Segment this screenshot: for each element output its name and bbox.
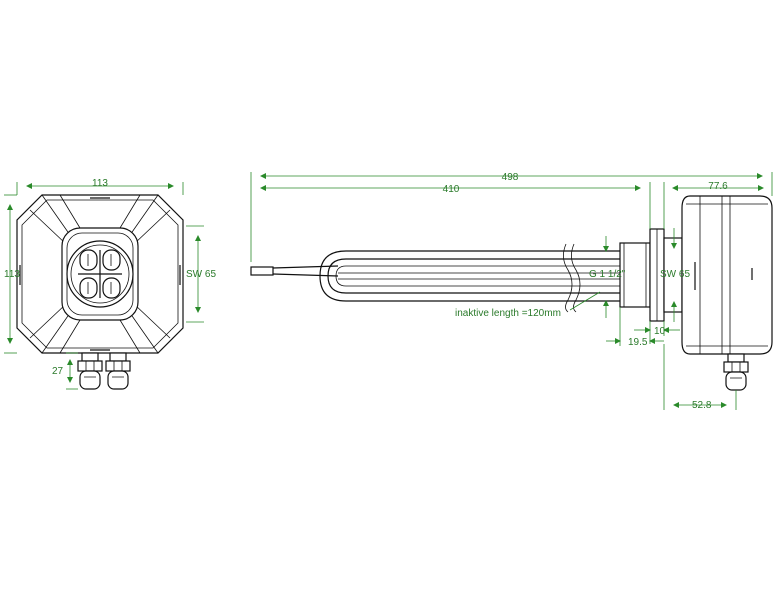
front-wrench-label: SW 65 xyxy=(186,269,216,280)
dim-rod-length: 410 xyxy=(260,182,651,229)
dim-flange-19-5: 19.5 xyxy=(606,307,664,348)
inactive-length-label: inaktive length =120mm xyxy=(455,308,561,319)
dim-inactive-length: inaktive length =120mm xyxy=(455,291,601,319)
total-length-label: 498 xyxy=(502,172,519,183)
dim-housing-width: 77.6 xyxy=(663,181,764,229)
cable-gland-left xyxy=(77,352,103,390)
cable-gland-right xyxy=(105,352,131,390)
sensor-probe xyxy=(250,266,274,276)
rod-length-label: 410 xyxy=(443,184,460,195)
front-gland-label: 27 xyxy=(52,366,64,377)
dim-thread: G 1 1/2" xyxy=(589,236,626,318)
flange-10-label: 10 xyxy=(654,326,666,337)
dim-total-length: 498 xyxy=(250,172,773,262)
side-view: 498 410 77.6 G 1 1/2" SW 65 inak xyxy=(250,172,773,411)
dim-front-width: 113 xyxy=(16,178,184,195)
housing-side xyxy=(681,195,773,355)
dim-front-gland: 27 xyxy=(52,352,78,390)
dim-front-wrench: SW 65 xyxy=(186,225,216,323)
front-width-label: 113 xyxy=(92,178,108,189)
cable-gland-side xyxy=(723,353,749,391)
dim-front-height: 113 xyxy=(4,194,20,354)
dim-side-wrench: SW 65 xyxy=(660,228,690,322)
housing-width-label: 77.6 xyxy=(708,181,728,192)
gland-offset-label: 52.8 xyxy=(692,400,712,411)
cover-knob xyxy=(78,249,122,299)
front-height-label: 113 xyxy=(4,269,20,280)
dim-gland-offset: 52.8 xyxy=(663,344,737,411)
side-wrench-label: SW 65 xyxy=(660,269,690,280)
heating-loop-outer xyxy=(319,250,620,302)
thread-label: G 1 1/2" xyxy=(589,269,626,280)
flange-19-5-label: 19.5 xyxy=(628,337,648,348)
front-view: 113 113 SW 65 27 xyxy=(4,178,216,390)
